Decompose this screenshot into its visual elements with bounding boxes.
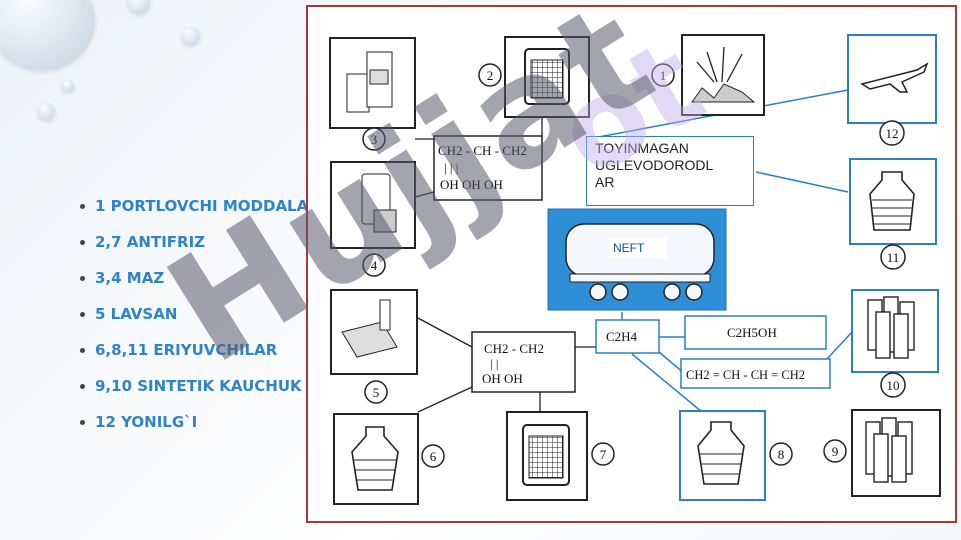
- formula-line: CH2 - CH - CH2: [438, 143, 527, 158]
- water-drop: [62, 80, 74, 92]
- bullet-list: 1 PORTLOVCHI MODDALAR 2,7 ANTIFRIZ 3,4 M…: [80, 190, 320, 442]
- formula-line: CH2 - CH2: [484, 341, 544, 356]
- formula-line: OH OH OH: [440, 177, 503, 192]
- label-number: 1: [660, 68, 667, 83]
- bullet-text: 3,4 MAZ: [95, 269, 165, 287]
- bullet-item: 5 LAVSAN: [80, 298, 320, 334]
- bullet-text: 5 LAVSAN: [95, 305, 178, 323]
- formula-ethylene: C2H4: [606, 329, 638, 344]
- label-number: 6: [430, 449, 437, 464]
- formula-butadiene: CH2 = CH - CH = CH2: [686, 368, 805, 382]
- bullet-item: 9,10 SINTETIK KAUCHUK: [80, 370, 320, 406]
- center-label-line: AR: [595, 174, 615, 190]
- bullet-dot: [80, 312, 85, 317]
- label-number: 8: [778, 447, 785, 462]
- center-label-line: TOYINMAGAN: [595, 140, 689, 156]
- bullet-item: 12 YONILG`I: [80, 406, 320, 442]
- bullet-dot: [80, 276, 85, 281]
- bullet-item: 6,8,11 ERIYUVCHILAR: [80, 334, 320, 370]
- bullet-item: 1 PORTLOVCHI MODDALAR: [80, 190, 320, 226]
- tank-label: NEFT: [609, 237, 667, 259]
- bullet-dot: [80, 384, 85, 389]
- ethanol-box: [684, 315, 827, 350]
- formula-line: | | |: [444, 160, 458, 175]
- center-label-line: UGLEVODORODL: [595, 157, 714, 173]
- water-drop: [182, 27, 200, 45]
- ethylene-box: [595, 319, 660, 354]
- butadiene-box: [680, 358, 831, 389]
- label-number: 5: [373, 385, 380, 400]
- label-number: 12: [886, 126, 899, 141]
- label-number: 2: [487, 68, 494, 83]
- label-number: 9: [832, 444, 839, 459]
- label-number: 3: [371, 132, 378, 147]
- center-label-box: TOYINMAGAN UGLEVODORODL AR: [586, 136, 754, 206]
- label-number: 4: [371, 258, 378, 273]
- water-drop: [38, 103, 55, 120]
- bullet-dot: [80, 348, 85, 353]
- bullet-item: 3,4 MAZ: [80, 262, 320, 298]
- water-drop: [128, 0, 150, 14]
- glycol-formula-box: [471, 331, 576, 393]
- label-number: 10: [887, 378, 900, 393]
- bullet-text: 9,10 SINTETIK KAUCHUK: [95, 377, 302, 395]
- diagram-svg: 1 2 3 4 5 6 7 8 9 10 11 12 CH2 - CH - CH…: [329, 34, 941, 505]
- petrochemical-diagram: 1 2 3 4 5 6 7 8 9 10 11 12 CH2 - CH - CH…: [306, 5, 957, 523]
- formula-ethanol: C2H5OH: [727, 325, 777, 340]
- water-drop: [0, 0, 95, 70]
- bullet-text: 6,8,11 ERIYUVCHILAR: [95, 341, 278, 359]
- label-number: 7: [600, 447, 607, 462]
- bullet-dot: [80, 204, 85, 209]
- bullet-dot: [80, 420, 85, 425]
- bullet-text: 1 PORTLOVCHI MODDALAR: [95, 197, 320, 215]
- bullet-item: 2,7 ANTIFRIZ: [80, 226, 320, 262]
- bullet-text: 2,7 ANTIFRIZ: [95, 233, 206, 251]
- bullet-text: 12 YONILG`I: [95, 413, 198, 431]
- bullet-dot: [80, 240, 85, 245]
- glycerol-formula-box: [433, 135, 543, 201]
- label-number: 11: [887, 250, 900, 265]
- formula-line: | |: [490, 356, 498, 371]
- formula-line: OH OH: [482, 371, 523, 386]
